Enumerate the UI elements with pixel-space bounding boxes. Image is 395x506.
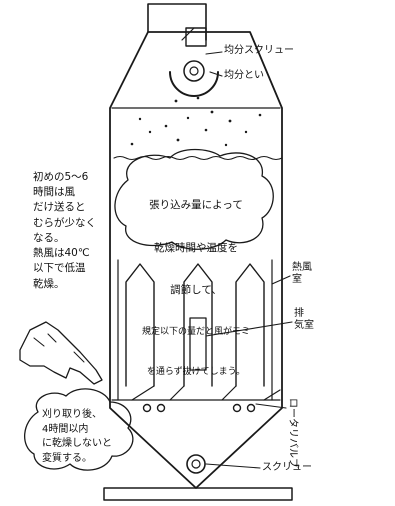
left-side-note: 初めの5～6 時間は風 だけ送ると むらが少なく なる。 熱風は40℃ 以下で低…	[33, 171, 96, 290]
falling-grain-dots	[130, 96, 262, 147]
center-note-line-1: 張り込み量によって	[149, 199, 243, 212]
hot-air-chambers	[125, 263, 265, 387]
label-hot-air-chamber: 熱風 室	[292, 262, 312, 285]
top-duct	[147, 3, 207, 47]
dryer-body	[109, 31, 283, 489]
center-note-line-4: 規定以下の量だと風がモミ	[141, 326, 250, 337]
pointing-hand-icon	[19, 321, 103, 385]
center-note-line-2: 乾燥時間や温度を	[154, 241, 238, 254]
leader-lines	[205, 51, 293, 469]
label-distribution-trough: 均分とい	[224, 70, 264, 81]
warning-bubble-text: 刈り取り後、 4時間以内 に乾燥しないと 変質する。	[42, 409, 112, 464]
label-distribution-screw: 均分スクリュー	[224, 45, 294, 56]
center-note-text: 張り込み量によって 乾燥時間や温度を 調節して、 規定以下の量だと風がモミ を通…	[128, 170, 264, 393]
center-note-line-3: 調節して、	[170, 284, 222, 297]
rotary-valves	[142, 403, 256, 413]
dryer-base	[103, 487, 293, 501]
distribution-trough	[169, 71, 219, 97]
distribution-screw	[183, 60, 205, 82]
exhaust-chamber	[189, 317, 207, 371]
label-exhaust-chamber: 排 気室	[294, 308, 314, 331]
center-note-bubble	[114, 148, 274, 250]
warning-bubble	[24, 388, 134, 471]
label-screw: スクリュー	[262, 462, 312, 473]
bottom-screw	[186, 454, 206, 474]
center-note-line-5: を通らず抜けてしまう。	[146, 367, 246, 378]
hopper-lines	[117, 259, 281, 401]
label-rotary-valve: ロータリバルブ	[287, 398, 298, 468]
